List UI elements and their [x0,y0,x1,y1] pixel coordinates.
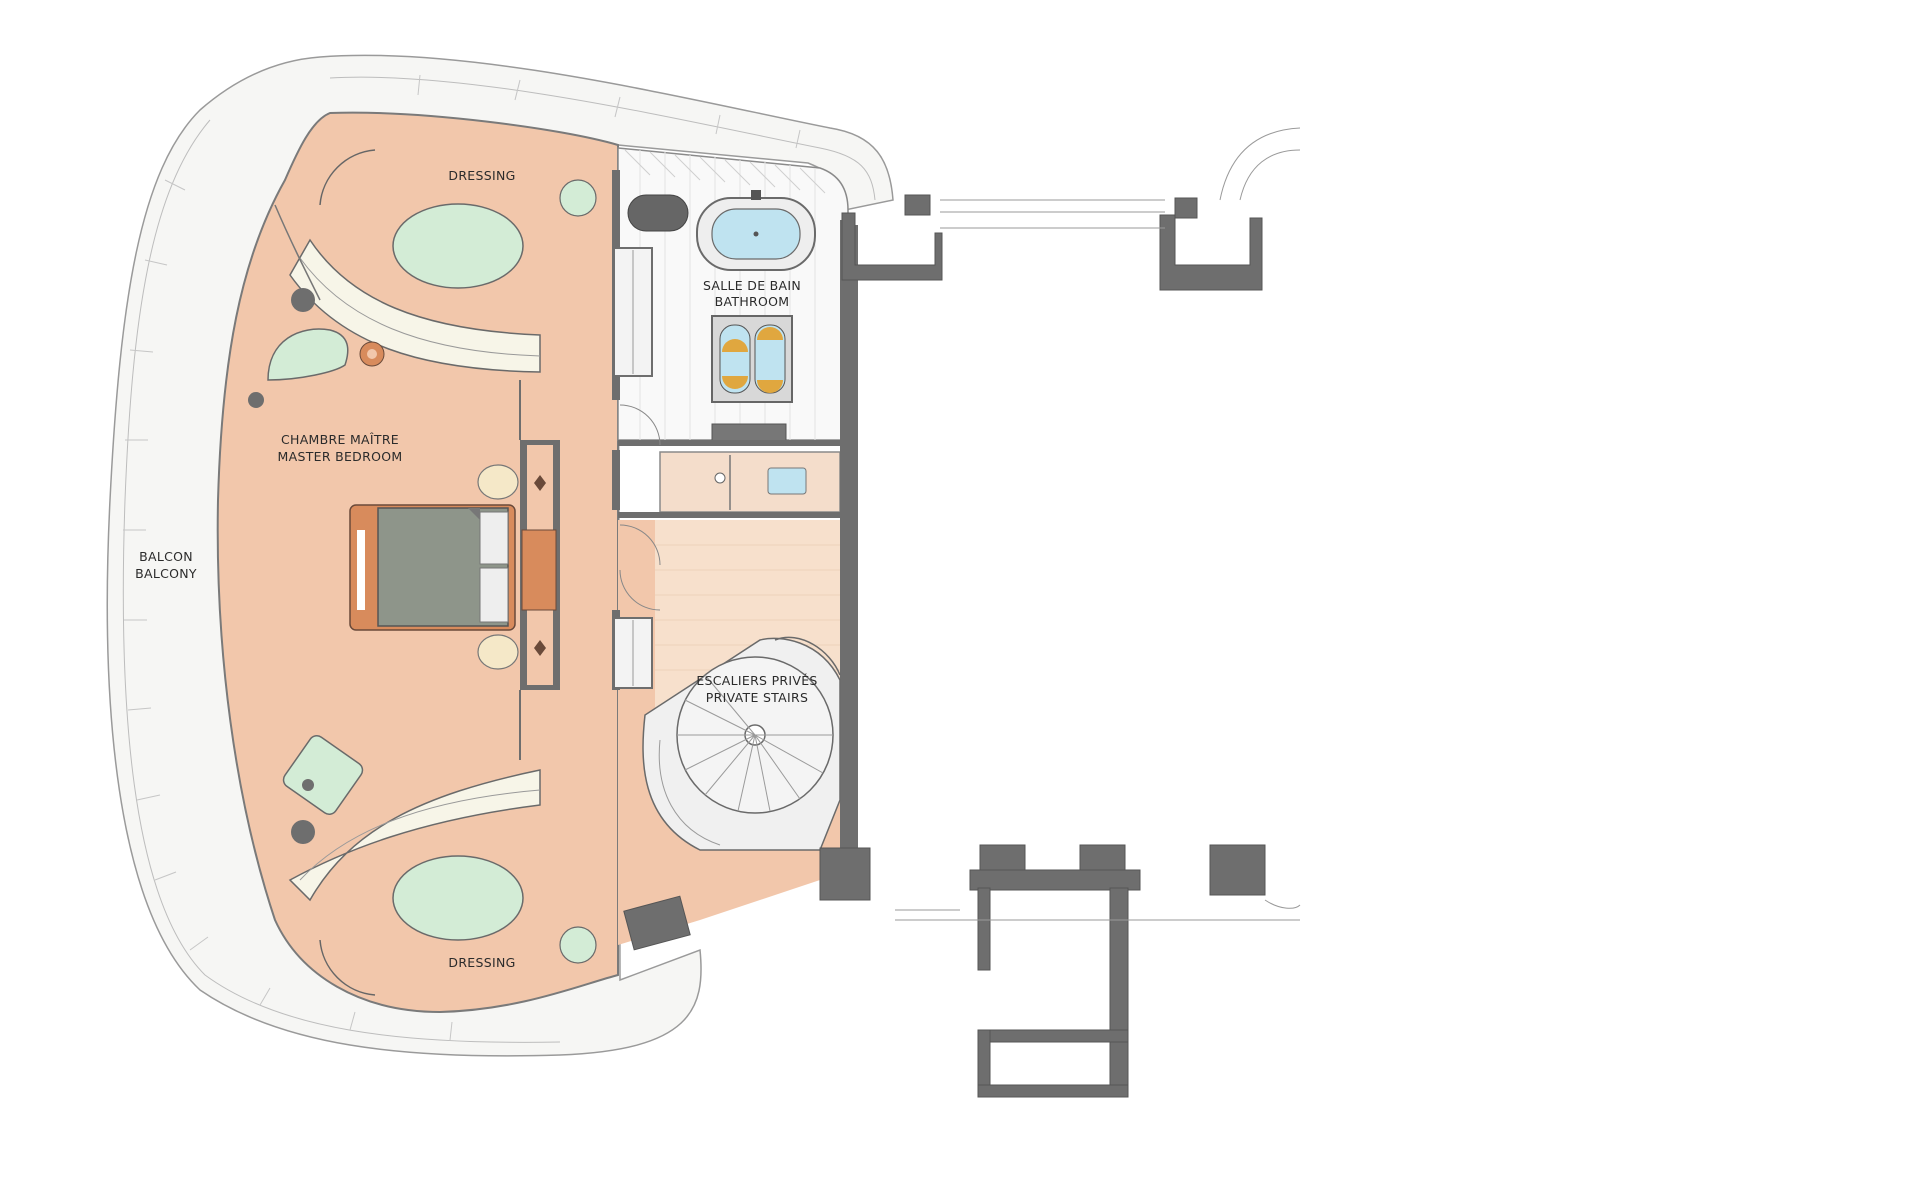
label-master-en: MASTER BEDROOM [278,449,403,464]
bed [349,504,516,631]
bedroom-partition [519,380,560,760]
door-swing-hall [619,524,661,566]
label-balcony-en: BALCONY [135,566,197,581]
dressing-top-shelf-line [299,257,541,357]
bath-cabinet [711,423,787,443]
dressing-bottom-shelving [288,769,541,902]
vanity-gold-left-top [722,339,748,352]
side-post-bottom [302,779,314,791]
utility-room [659,451,841,513]
right-structures [819,194,1266,1098]
dressing-top-stool [559,179,597,217]
dressing-bottom-door-swing [319,939,376,996]
armchair-top [267,328,349,381]
dressing-top-door-swing [319,149,376,206]
right-thin-lines [895,127,1301,921]
bathtub-faucet [751,190,761,200]
armchair-bottom [282,735,364,815]
label-dressing-bottom: DRESSING [448,955,515,970]
door-swing-bottom [619,569,661,611]
bathroom-hatch [624,149,826,194]
dressing-top-shelving [289,238,541,373]
utility-drain [714,472,726,484]
label-stairs-en: PRIVATE STAIRS [706,690,808,705]
label-balcony-fr: BALCON [139,549,193,564]
bathtub-drain [753,231,759,237]
lamp-top [477,464,519,500]
vanity-gold-left-bottom [722,376,748,389]
closet-top [613,247,653,689]
balcony-inner-rail [329,76,876,201]
balcony-railing-ticks [123,74,801,1041]
label-dressing-top: DRESSING [448,168,515,183]
dressing-top-island [392,203,524,289]
side-table-top [291,288,315,312]
round-table-top-center [367,349,377,359]
toilet [627,194,689,232]
vanity-gold-right-bottom [757,380,783,393]
label-bathroom-en: BATHROOM [715,294,790,309]
side-table-bottom [291,820,315,844]
dressing-bottom-stool [559,926,597,964]
bottom-cabinet [623,895,691,951]
vanity-gold-right-top [757,327,783,340]
dressing-bottom-shelf-line [299,789,541,881]
label-bathroom-fr: SALLE DE BAIN [703,278,801,293]
balcony-outer-rail [122,119,561,1043]
side-post-top [248,392,264,408]
door-swing-top [619,404,661,446]
dressing-bottom-island [392,855,524,941]
label-stairs-fr: ESCALIERS PRIVÉS [696,673,817,688]
dressing-top-arc-divider [274,204,321,301]
label-master-fr: CHAMBRE MAÎTRE [281,432,399,447]
utility-blue-fixture [767,467,807,495]
spiral-stairs [642,636,841,851]
lamp-bottom [477,634,519,670]
